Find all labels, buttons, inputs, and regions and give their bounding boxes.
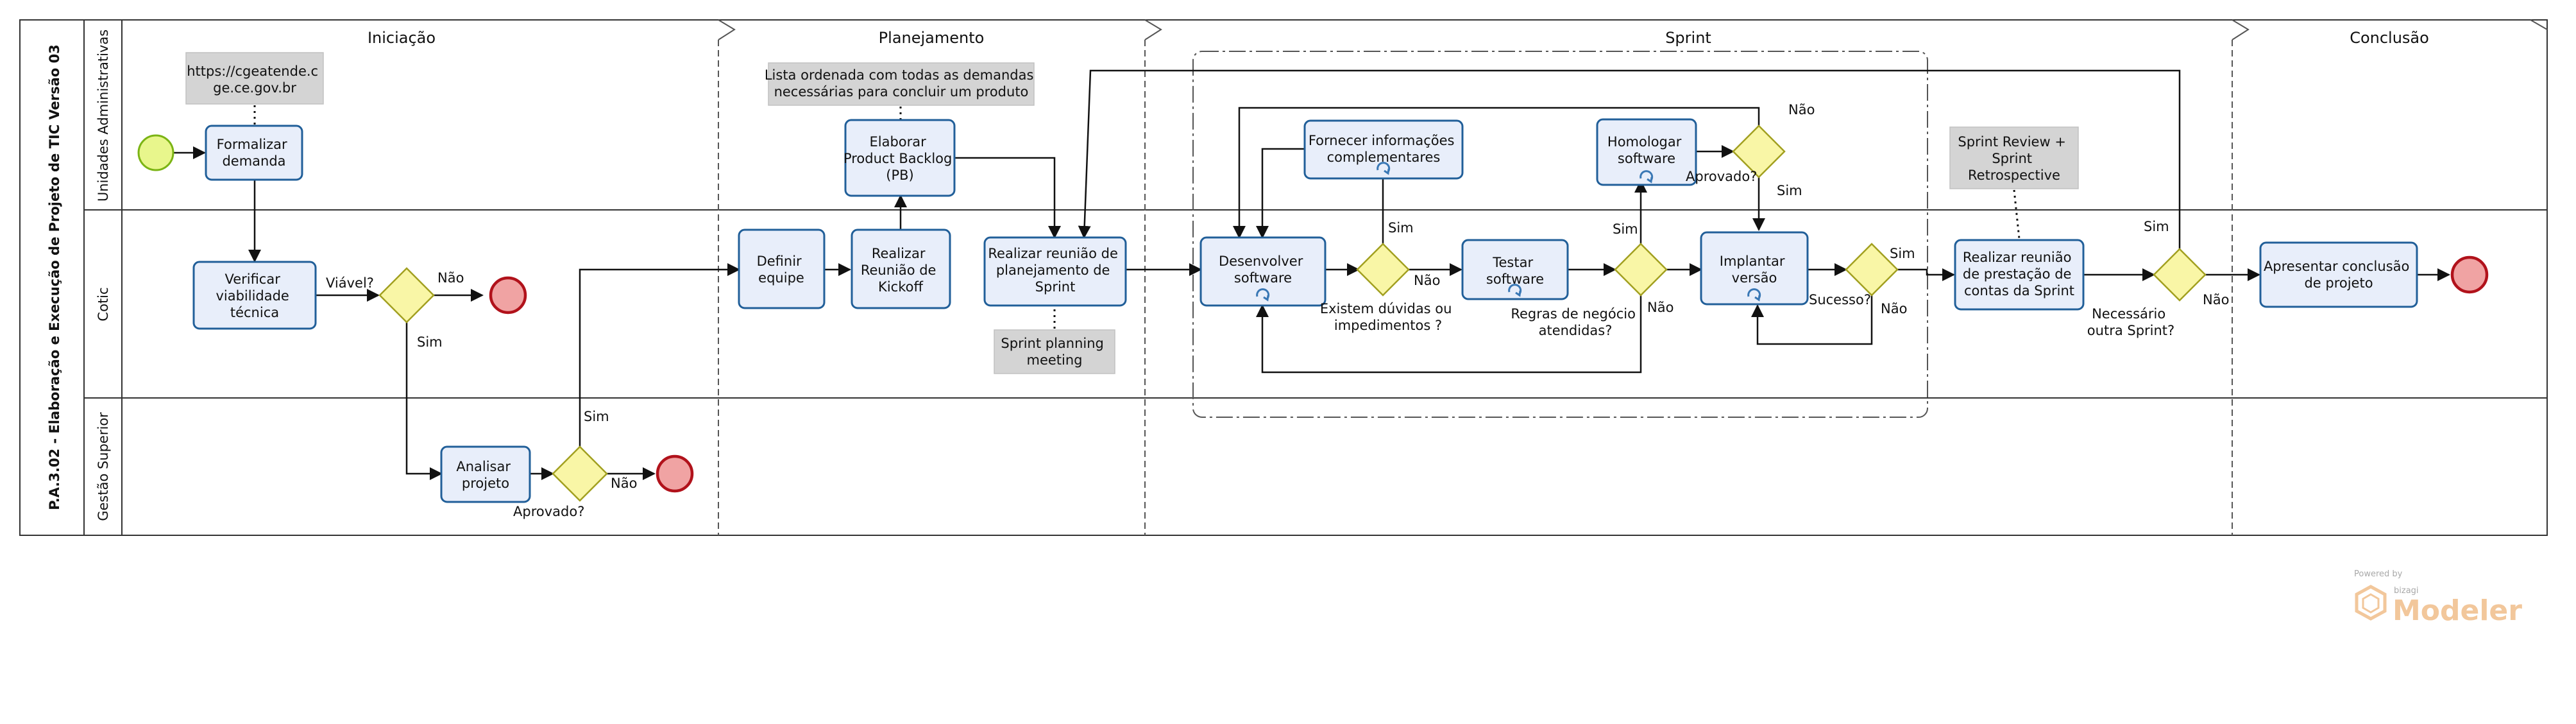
phase-label-conclusao: Conclusão [2350, 29, 2429, 47]
task-label-testar: Testar software [1486, 255, 1544, 287]
gateways [378, 125, 2207, 502]
task-formalizar-demanda [205, 125, 303, 181]
vendor-text: bizagi [2394, 586, 2419, 596]
powered-by-text: Powered by [2354, 569, 2403, 579]
note-sprint-planning [994, 329, 1115, 374]
gateway-label-aprovado-2: Aprovado? [1686, 169, 1757, 184]
note-url [185, 52, 324, 105]
flow-label-sim: Sim [1890, 246, 1915, 261]
note-sprint-review [1949, 126, 2079, 189]
tasks [192, 118, 2418, 503]
gateway-viavel [378, 267, 435, 323]
gateway-label-sucesso: Sucesso? [1809, 292, 1871, 307]
note-label-review: Sprint Review + Sprint Retrospective [1958, 134, 2070, 183]
sprint-group [1192, 51, 1928, 418]
gateway-regras [1614, 243, 1668, 297]
task-label-prestacao: Realizar reunião de prestação de contas … [1963, 250, 2076, 298]
gateway-duvidas [1356, 243, 1410, 297]
flow-label-sim: Sim [1777, 183, 1802, 198]
gateway-label-regras: Regras de negócio atendidas? [1511, 306, 1640, 338]
start-event [137, 134, 174, 171]
task-definir-equipe [738, 228, 826, 309]
end-event-reprovado [656, 454, 694, 493]
task-label-definir: Definir equipe [757, 254, 806, 286]
flow-label-sim: Sim [1388, 220, 1414, 236]
gateway-outra-sprint [2153, 248, 2207, 302]
task-label-homologar: Homologar software [1607, 134, 1686, 166]
flow-label-sim: Sim [1613, 221, 1638, 237]
note-lista [768, 62, 1035, 106]
phase-label-sprint: Sprint [1665, 29, 1711, 47]
note-label-url: https://cgeatende.c ge.ce.gov.br [187, 64, 323, 96]
phase-label-planejamento: Planejamento [879, 29, 985, 47]
gateway-label-aprovado-1: Aprovado? [513, 504, 584, 519]
end-event-conclusao [2450, 255, 2489, 294]
bizagi-watermark: Powered by bizagi Modeler [2354, 569, 2522, 627]
gateway-label-viavel: Viável? [326, 275, 374, 291]
lane-label-cotic: Cotic [96, 287, 111, 321]
task-label-apresentar: Apresentar conclusão de projeto [2264, 259, 2414, 291]
flow-label-nao: Não [437, 270, 464, 286]
gateway-label-duvidas: Existem dúvidas ou impedimentos ? [1320, 301, 1456, 333]
task-prestacao-contas [1954, 239, 2085, 311]
flow-label-nao: Não [1647, 300, 1674, 315]
task-homologar-software [1596, 118, 1697, 186]
gateway-aprovado [552, 445, 608, 502]
annotations [185, 52, 2079, 374]
gateway-homologacao [1732, 125, 1786, 178]
flow-label-nao: Não [1788, 102, 1815, 117]
flow-label-sim: Sim [2144, 219, 2169, 234]
lane-label-unidades: Unidades Administrativas [96, 30, 111, 202]
flow-label-sim: Sim [417, 334, 443, 350]
task-implantar-versao [1700, 231, 1809, 306]
end-event-inviavel [489, 276, 527, 315]
pool-title: P.A.3.02 - Elaboração e Execução de Proj… [47, 44, 62, 510]
flow-label-nao: Não [1881, 301, 1907, 316]
task-label-verificar: Verificar viabilidade técnica [216, 272, 293, 320]
sequence-flows [174, 69, 2450, 480]
flow-label-sim: Sim [584, 409, 609, 424]
gateway-sucesso [1845, 243, 1899, 297]
task-elaborar-backlog [844, 119, 956, 197]
task-testar-software [1461, 239, 1569, 300]
task-label-planejamento: Realizar reunião de planejamento de Spri… [988, 246, 1122, 295]
product-text: Modeler [2393, 594, 2522, 627]
bizagi-logo-icon [2355, 585, 2387, 621]
task-label-desenvolver: Desenvolver software [1219, 254, 1307, 286]
task-label-kickoff: Realizar Reunião de Kickoff [861, 246, 940, 295]
pool-border [19, 19, 2548, 536]
flow-label-nao: Não [611, 476, 637, 491]
phase-label-iniciacao: Iniciação [368, 29, 436, 47]
flow-label-nao: Não [2203, 292, 2229, 307]
phase-separators [718, 40, 2233, 535]
gateway-label-outra-sprint: Necessário outra Sprint? [2087, 306, 2174, 338]
flow-labels: Não Sim Não Sim Sim Não Sim Não Não Sim … [417, 102, 2229, 491]
task-label-formalizar: Formalizar demanda [217, 137, 292, 169]
task-label-backlog: Elaborar Product Backlog (PB) [843, 134, 956, 183]
task-verificar-viabilidade [192, 261, 317, 330]
associations [253, 105, 2021, 329]
phase-header-chevrons [718, 19, 2548, 40]
flow-label-nao: Não [1414, 273, 1440, 288]
task-label-implantar: Implantar versão [1720, 254, 1789, 286]
task-reuniao-planejamento [983, 236, 1127, 307]
note-label-lista: Lista ordenada com todas as demandas nec… [765, 67, 1038, 99]
task-label-fornecer: Fornecer informações complementares [1309, 133, 1459, 165]
note-label-meeting: Sprint planning meeting [1001, 336, 1108, 368]
task-desenvolver-software [1199, 236, 1326, 307]
task-apresentar-conclusao [2259, 241, 2418, 308]
task-label-analisar: Analisar projeto [456, 459, 514, 491]
lane-label-gestao: Gestão Superior [96, 412, 111, 521]
task-fornecer-informacoes [1303, 119, 1464, 180]
task-realizar-kickoff [851, 228, 951, 309]
task-analisar-projeto [440, 445, 531, 503]
